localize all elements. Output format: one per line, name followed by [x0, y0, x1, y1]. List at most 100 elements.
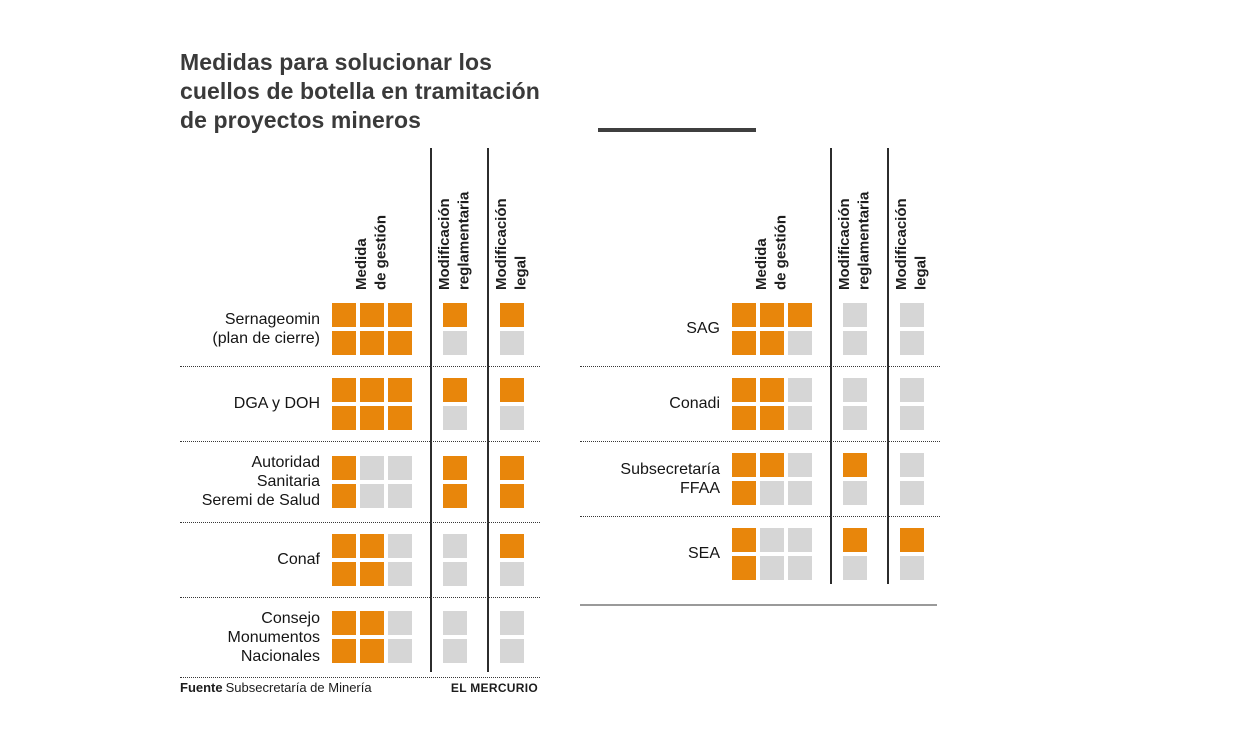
cell-filled: [788, 303, 812, 327]
cell-empty: [443, 639, 467, 664]
cell-empty: [500, 639, 524, 664]
cell-filled: [500, 378, 524, 402]
table-row-sernageomin: Sernageomin(plan de cierre): [180, 292, 540, 367]
cell-filled: [732, 481, 756, 505]
cell-filled: [732, 378, 756, 402]
cell-filled: [443, 303, 467, 327]
column-divider-line: [430, 148, 432, 672]
cell-empty: [843, 481, 867, 505]
cell-filled: [843, 453, 867, 477]
cell-empty: [900, 556, 924, 580]
cell-filled: [388, 303, 412, 327]
row-label: SEA: [687, 545, 720, 563]
cell-filled: [332, 455, 356, 480]
cell-filled: [332, 561, 356, 586]
title-line-3: de proyectos mineros: [180, 106, 422, 133]
cell-empty: [788, 481, 812, 505]
cell-filled: [332, 483, 356, 508]
cell-empty: [843, 556, 867, 580]
cell-empty: [843, 331, 867, 355]
cell-filled: [500, 455, 524, 480]
cell-empty: [788, 406, 812, 430]
legal-cells: [500, 378, 524, 430]
cell-filled: [732, 453, 756, 477]
cell-filled: [843, 528, 867, 552]
table-row-conadi: Conadi: [580, 367, 940, 442]
gestion-cells: [332, 455, 412, 508]
cell-empty: [360, 483, 384, 508]
source-text: Subsecretaría de Minería: [225, 680, 372, 695]
cell-filled: [760, 331, 784, 355]
gestion-cells: [332, 378, 412, 430]
reglamentaria-cells: [443, 533, 467, 586]
cell-empty: [500, 561, 524, 586]
reglamentaria-cells: [443, 611, 467, 664]
row-label: Sernageomin(plan de cierre): [212, 310, 320, 347]
cell-empty: [388, 639, 412, 664]
cell-filled: [360, 303, 384, 327]
legal-cells: [500, 611, 524, 664]
cell-empty: [388, 533, 412, 558]
cell-empty: [900, 303, 924, 327]
cell-filled: [388, 331, 412, 355]
cell-empty: [388, 483, 412, 508]
cell-filled: [360, 406, 384, 430]
cell-empty: [443, 561, 467, 586]
cell-empty: [443, 611, 467, 636]
cell-filled: [760, 406, 784, 430]
table-row-dga-doh: DGA y DOH: [180, 367, 540, 442]
cell-filled: [760, 378, 784, 402]
cell-empty: [788, 556, 812, 580]
cell-filled: [732, 406, 756, 430]
gestion-cells: [332, 533, 412, 586]
source-label: Fuente: [180, 680, 223, 695]
reglamentaria-cells: [843, 303, 867, 355]
cell-filled: [443, 378, 467, 402]
cell-filled: [332, 639, 356, 664]
cell-empty: [443, 533, 467, 558]
cell-filled: [360, 533, 384, 558]
reglamentaria-cells: [843, 528, 867, 580]
cell-empty: [788, 378, 812, 402]
cell-filled: [732, 303, 756, 327]
cell-empty: [388, 455, 412, 480]
reglamentaria-cells: [443, 455, 467, 508]
cell-filled: [500, 483, 524, 508]
cell-empty: [760, 528, 784, 552]
cell-empty: [788, 331, 812, 355]
cell-filled: [360, 561, 384, 586]
cropped-text-artifact: [598, 128, 756, 132]
cell-empty: [843, 406, 867, 430]
cell-empty: [900, 331, 924, 355]
legal-cells: [900, 528, 924, 580]
title-line-2: cuellos de botella en tramitación: [180, 77, 540, 104]
cell-filled: [332, 611, 356, 636]
cell-filled: [500, 303, 524, 327]
cell-empty: [388, 611, 412, 636]
legal-cells: [500, 455, 524, 508]
column-divider-line: [487, 148, 489, 672]
cell-empty: [760, 556, 784, 580]
cell-filled: [360, 331, 384, 355]
cell-empty: [500, 331, 524, 355]
row-label: Conadi: [669, 395, 720, 413]
reglamentaria-cells: [443, 378, 467, 430]
cell-filled: [443, 483, 467, 508]
cell-filled: [732, 528, 756, 552]
panel-left-rows: Sernageomin(plan de cierre) DGA y DOH Auto…: [180, 292, 540, 679]
table-row-conaf: Conaf: [180, 523, 540, 598]
cell-empty: [900, 378, 924, 402]
gestion-cells: [332, 611, 412, 664]
cell-empty: [500, 611, 524, 636]
cell-empty: [900, 453, 924, 477]
